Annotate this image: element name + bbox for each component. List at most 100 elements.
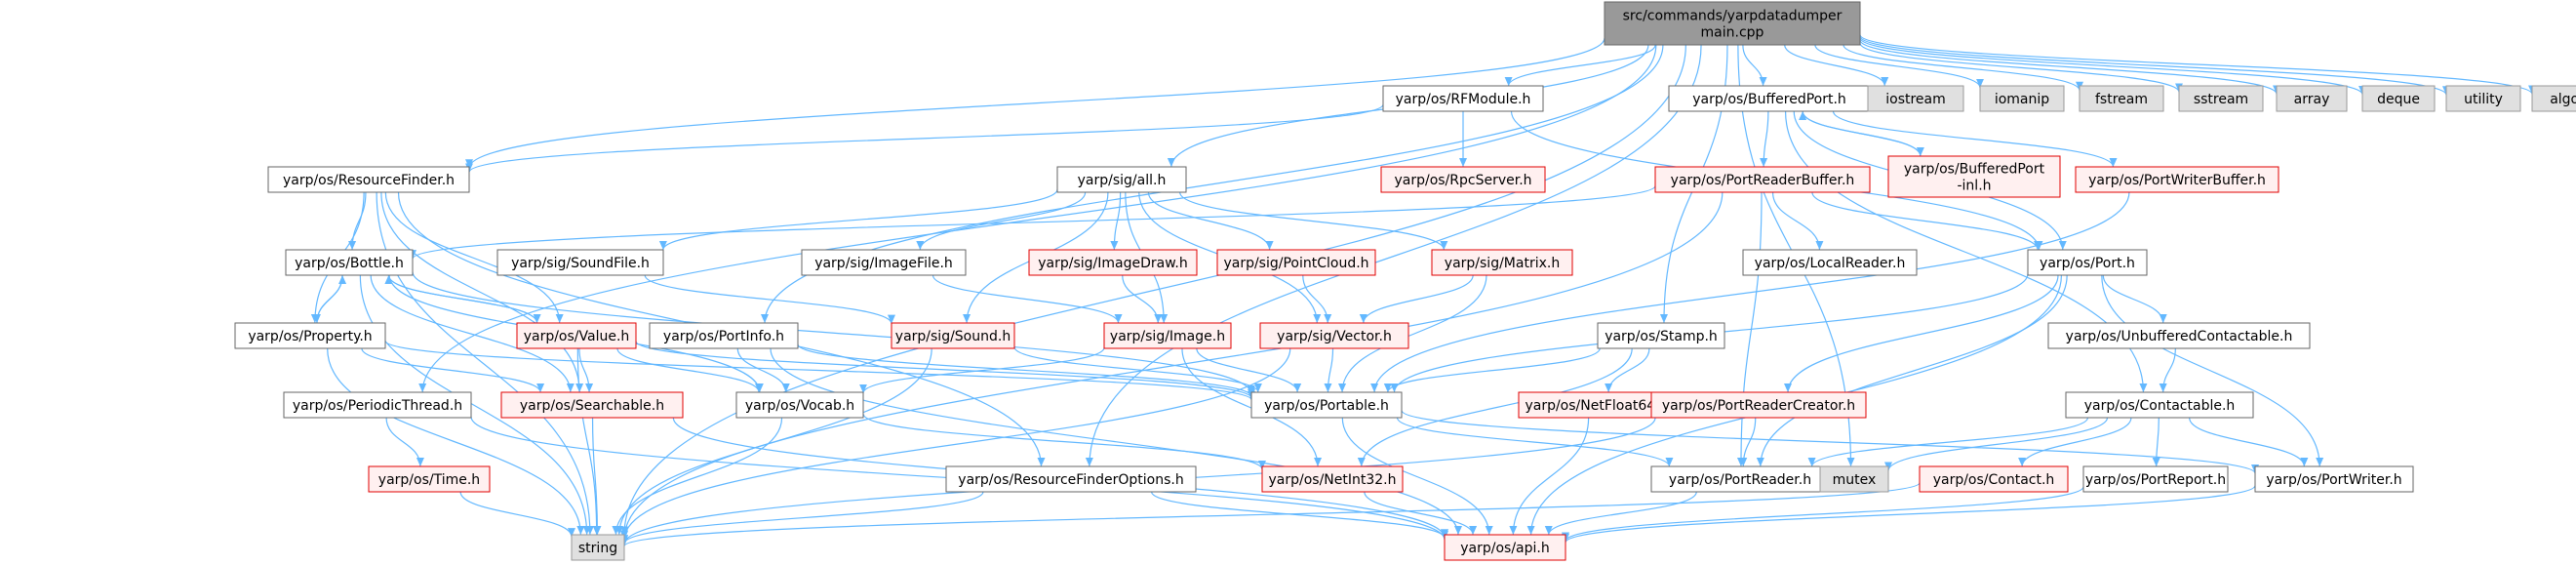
edge-bottle-to-portable xyxy=(412,271,1255,394)
edge-sound-to-portable xyxy=(1013,346,1262,393)
node-property[interactable]: yarp/os/Property.h xyxy=(234,322,386,349)
node-time-box xyxy=(368,465,491,493)
edge-bottle-to-searchable xyxy=(370,274,575,393)
node-iostream-label: iostream xyxy=(1885,92,1946,107)
edge-matrix-to-vector xyxy=(1359,274,1474,324)
node-portwriterbuffer-label: yarp/os/PortWriterBuffer.h xyxy=(2088,173,2266,188)
edge-main-to-deque xyxy=(1859,37,2366,96)
edge-port-to-portwriter xyxy=(2101,274,2324,467)
node-sstream[interactable]: sstream xyxy=(2178,85,2264,112)
node-bufferedportinl[interactable]: yarp/os/BufferedPort-inl.h xyxy=(1887,155,2061,198)
node-imagefile-box xyxy=(801,249,967,276)
node-image-box xyxy=(1103,322,1232,349)
node-iostream[interactable]: iostream xyxy=(1867,85,1964,112)
node-mutex[interactable]: mutex xyxy=(1819,465,1889,493)
edge-soundfile-to-sound xyxy=(644,274,895,324)
node-image-label: yarp/sig/Image.h xyxy=(1110,329,1225,344)
edge-netint32-to-api xyxy=(1364,491,1478,536)
node-matrix-label: yarp/sig/Matrix.h xyxy=(1445,256,1560,271)
node-periodicthread-box xyxy=(283,391,472,419)
edge-value-to-searchable xyxy=(578,347,594,393)
node-image[interactable]: yarp/sig/Image.h xyxy=(1103,322,1232,349)
node-matrix[interactable]: yarp/sig/Matrix.h xyxy=(1431,249,1573,276)
edge-main-to-string xyxy=(620,44,1686,536)
node-resourcefinder[interactable]: yarp/os/ResourceFinder.h xyxy=(267,166,470,193)
node-sstream-box xyxy=(2178,85,2264,112)
node-port[interactable]: yarp/os/Port.h xyxy=(2027,249,2148,276)
edge-contactable-to-mutex xyxy=(1884,417,2109,471)
edge-imagedraw-to-image xyxy=(1122,274,1163,324)
node-netfloat64[interactable]: yarp/os/NetFloat64.h xyxy=(1518,391,1676,419)
node-soundfile[interactable]: yarp/sig/SoundFile.h xyxy=(496,249,664,276)
node-fstream[interactable]: fstream xyxy=(2079,85,2164,112)
node-portwriterbuffer[interactable]: yarp/os/PortWriterBuffer.h xyxy=(2075,166,2279,193)
node-deque[interactable]: deque xyxy=(2361,85,2436,112)
node-portinfo[interactable]: yarp/os/PortInfo.h xyxy=(649,322,799,349)
node-bufferedport[interactable]: yarp/os/BufferedPort.h xyxy=(1668,85,1871,112)
node-rfmodule[interactable]: yarp/os/RFModule.h xyxy=(1382,85,1544,112)
node-localreader-box xyxy=(1742,249,1918,276)
node-imagefile[interactable]: yarp/sig/ImageFile.h xyxy=(801,249,967,276)
node-portinfo-box xyxy=(649,322,799,349)
node-iomanip[interactable]: iomanip xyxy=(1979,85,2065,112)
node-value[interactable]: yarp/os/Value.h xyxy=(516,322,637,349)
node-sigall[interactable]: yarp/sig/all.h xyxy=(1056,166,1187,193)
node-port-box xyxy=(2027,249,2148,276)
node-searchable-label: yarp/os/Searchable.h xyxy=(520,398,664,414)
node-portreader-label: yarp/os/PortReader.h xyxy=(1669,472,1811,488)
node-stamp[interactable]: yarp/os/Stamp.h xyxy=(1597,322,1725,349)
edge-main-to-utility xyxy=(1859,35,2450,96)
node-sound-box xyxy=(891,322,1015,349)
node-sound[interactable]: yarp/sig/Sound.h xyxy=(891,322,1015,349)
edge-vocab-to-string xyxy=(612,417,783,536)
edge-portreaderbuffer-to-localreader xyxy=(1771,191,1824,251)
node-string[interactable]: string xyxy=(571,534,625,561)
edge-main-to-rfoptions xyxy=(1085,44,1702,467)
node-periodicthread[interactable]: yarp/os/PeriodicThread.h xyxy=(283,391,472,419)
node-imagedraw[interactable]: yarp/sig/ImageDraw.h xyxy=(1028,249,1198,276)
node-time[interactable]: yarp/os/Time.h xyxy=(368,465,491,493)
node-pointcloud[interactable]: yarp/sig/PointCloud.h xyxy=(1216,249,1376,276)
node-sigall-box xyxy=(1056,166,1187,193)
node-array[interactable]: array xyxy=(2276,85,2348,112)
node-portwriter[interactable]: yarp/os/PortWriter.h xyxy=(2254,465,2414,493)
node-vocab-box xyxy=(735,391,864,419)
edge-sigall-to-imagefile xyxy=(916,191,1087,251)
node-portreadercreator-box xyxy=(1650,391,1867,419)
node-mutex-label: mutex xyxy=(1833,472,1877,488)
node-unbuffered-label: yarp/os/UnbufferedContactable.h xyxy=(2066,329,2293,344)
node-imagedraw-box xyxy=(1028,249,1198,276)
node-rfoptions[interactable]: yarp/os/ResourceFinderOptions.h xyxy=(945,465,1197,493)
node-portreaderbuffer[interactable]: yarp/os/PortReaderBuffer.h xyxy=(1654,166,1871,193)
node-netint32-label: yarp/os/NetInt32.h xyxy=(1268,472,1396,488)
edge-bottle-to-string xyxy=(359,274,591,536)
node-contact-label: yarp/os/Contact.h xyxy=(1933,472,2055,488)
node-portinfo-label: yarp/os/PortInfo.h xyxy=(663,329,784,344)
node-portable[interactable]: yarp/os/Portable.h xyxy=(1250,391,1403,419)
node-portreader[interactable]: yarp/os/PortReader.h xyxy=(1650,465,1830,493)
node-vocab[interactable]: yarp/os/Vocab.h xyxy=(735,391,864,419)
node-unbuffered[interactable]: yarp/os/UnbufferedContactable.h xyxy=(2047,322,2311,349)
node-algorithm-label: algorithm xyxy=(2550,92,2576,107)
node-searchable[interactable]: yarp/os/Searchable.h xyxy=(500,391,684,419)
node-netint32[interactable]: yarp/os/NetInt32.h xyxy=(1261,465,1404,493)
edge-image-to-netint32 xyxy=(1181,347,1323,467)
node-localreader[interactable]: yarp/os/LocalReader.h xyxy=(1742,249,1918,276)
node-vector[interactable]: yarp/sig/Vector.h xyxy=(1259,322,1409,349)
node-vocab-label: yarp/os/Vocab.h xyxy=(745,398,854,414)
node-portreadercreator[interactable]: yarp/os/PortReaderCreator.h xyxy=(1650,391,1867,419)
node-rpcserver-box xyxy=(1380,166,1546,193)
node-utility[interactable]: utility xyxy=(2445,85,2521,112)
node-main-label: main.cpp xyxy=(1701,25,1764,41)
node-rpcserver[interactable]: yarp/os/RpcServer.h xyxy=(1380,166,1546,193)
node-bottle[interactable]: yarp/os/Bottle.h xyxy=(285,249,414,276)
node-property-box xyxy=(234,322,386,349)
node-api[interactable]: yarp/os/api.h xyxy=(1444,534,1566,561)
node-portreport[interactable]: yarp/os/PortReport.h xyxy=(2082,465,2229,493)
node-contactable[interactable]: yarp/os/Contactable.h xyxy=(2065,391,2254,419)
node-deque-box xyxy=(2361,85,2436,112)
node-algorithm[interactable]: algorithm xyxy=(2531,85,2576,112)
node-contact[interactable]: yarp/os/Contact.h xyxy=(1919,465,2069,493)
edge-rfoptions-to-api xyxy=(1151,491,1448,539)
